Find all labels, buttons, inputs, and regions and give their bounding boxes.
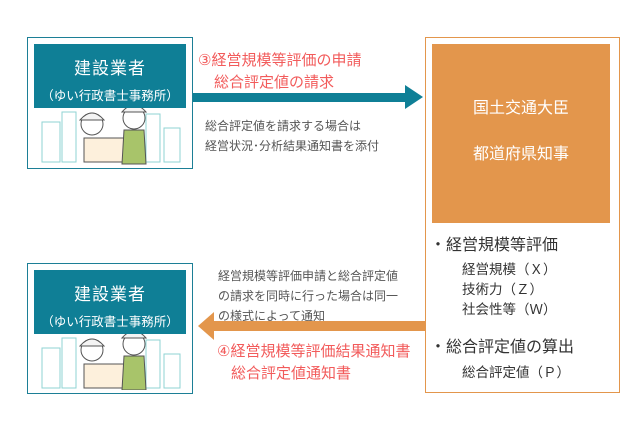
evaluation-item-x: 経営規模（Ｘ） bbox=[462, 262, 557, 278]
contractor-title: 建設業者 bbox=[74, 59, 146, 79]
request-line-2: 総合評定値の請求 bbox=[214, 73, 335, 91]
construction-workers-illustration bbox=[41, 108, 181, 165]
contractor-title: 建設業者 bbox=[74, 285, 146, 305]
contractor-subtitle: （ゆい行政書士事務所） bbox=[41, 314, 179, 329]
request-line-1: ③経営規模等評価の申請 bbox=[198, 51, 362, 69]
request-note-2: 経営状況･分析結果通知書を添付 bbox=[205, 139, 380, 153]
authority-panel: 国土交通大臣 都道府県知事 ・経営規模等評価 経営規模（Ｘ） 技術力（Ｚ） 社会… bbox=[425, 37, 620, 393]
evaluation-item-w: 社会性等（Ｗ） bbox=[462, 302, 557, 318]
total-item-p: 総合評定値（Ｐ） bbox=[462, 365, 570, 381]
request-note-1: 総合評定値を請求する場合は bbox=[205, 119, 362, 133]
notice-note-2: の請求を同時に行った場合は同一 bbox=[218, 289, 399, 303]
notice-note-1: 経営規模等評価申請と総合評定値 bbox=[218, 269, 399, 283]
notice-arrow bbox=[213, 321, 425, 331]
evaluation-heading: ・経営規模等評価 bbox=[430, 235, 559, 254]
notice-note-3: の様式によって通知 bbox=[218, 309, 326, 323]
request-arrowhead bbox=[405, 85, 423, 109]
contractor-header: 建設業者 （ゆい行政書士事務所） bbox=[34, 44, 186, 108]
contractor-header: 建設業者 （ゆい行政書士事務所） bbox=[34, 270, 186, 334]
evaluation-item-z: 技術力（Ｚ） bbox=[462, 282, 543, 298]
notice-line-1: ④経営規模等評価結果通知書 bbox=[217, 342, 411, 360]
authority-block: 国土交通大臣 都道府県知事 bbox=[432, 44, 610, 223]
authority-line-1: 国土交通大臣 bbox=[472, 98, 569, 117]
contractor-subtitle: （ゆい行政書士事務所） bbox=[41, 88, 179, 103]
contractor-card-top: 建設業者 （ゆい行政書士事務所） bbox=[27, 37, 193, 169]
construction-workers-illustration bbox=[41, 334, 181, 390]
notice-line-2: 総合評定値通知書 bbox=[231, 364, 352, 382]
total-heading: ・総合評定値の算出 bbox=[430, 337, 575, 356]
notice-arrowhead bbox=[198, 312, 214, 340]
authority-line-2: 都道府県知事 bbox=[472, 144, 569, 163]
contractor-card-bottom: 建設業者 （ゆい行政書士事務所） bbox=[27, 263, 193, 394]
request-arrow bbox=[193, 93, 408, 102]
